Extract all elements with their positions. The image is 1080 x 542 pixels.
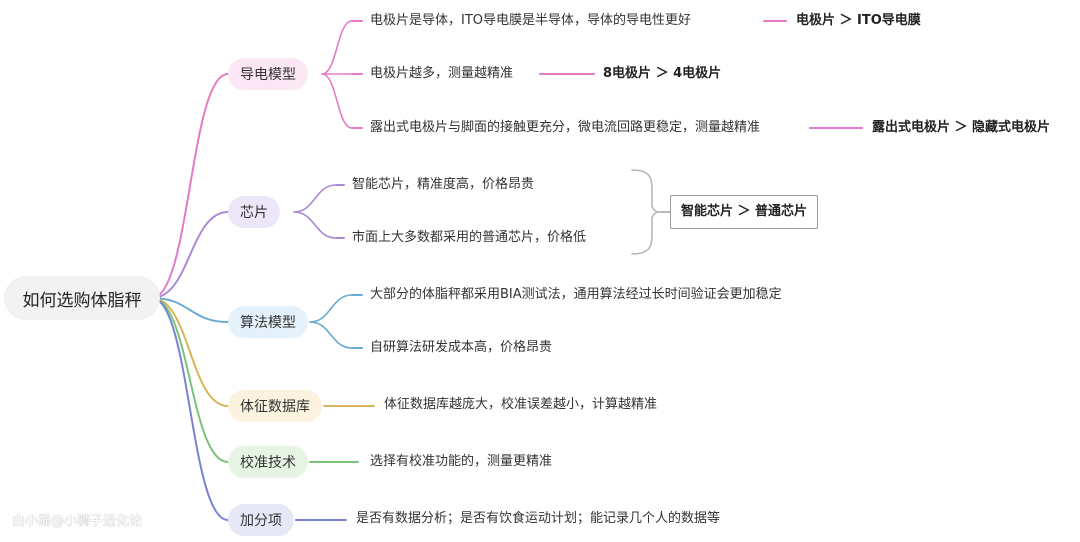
connector-b1-leaf-1: [293, 211, 337, 239]
branch-calibration[interactable]: 校准技术: [228, 446, 308, 478]
watermark-text: 由小猫@小狮子进化论: [12, 514, 143, 529]
leaf-calibration[interactable]: 选择有校准功能的，测量更精准: [370, 454, 553, 469]
leaf-algorithm-2[interactable]: 自研算法研发成本高，价格昂贵: [370, 340, 553, 355]
connector-b2-leaf-1: [309, 321, 353, 349]
branch-conduction-model[interactable]: 导电模型: [228, 58, 308, 90]
branch-algorithm-model[interactable]: 算法模型: [228, 306, 308, 338]
conclusion-conduction-1[interactable]: 电极片 ＞ ITO导电膜: [796, 13, 921, 28]
leaf-conduction-1[interactable]: 电极片是导体，ITO导电膜是半导体，导体的导电性更好: [370, 13, 692, 28]
conclusion-conduction-3[interactable]: 露出式电极片 ＞ 隐藏式电极片: [872, 120, 1051, 135]
connector-b0-leaf-0: [321, 20, 353, 75]
connector-b1-leaf-0: [293, 184, 337, 213]
leaf-algorithm-1[interactable]: 大部分的体脂秤都采用BIA测试法，通用算法经过长时间验证会更加稳定: [370, 287, 782, 302]
connector-root-branch-4: [151, 297, 229, 463]
leaf-bonus[interactable]: 是否有数据分析；是否有饮食运动计划；能记录几个人的数据等: [356, 511, 721, 526]
connector-b2-leaf-0: [309, 294, 353, 323]
connector-b0-leaf-2: [321, 73, 353, 129]
leaf-conduction-2[interactable]: 电极片越多，测量越精准: [370, 66, 514, 81]
leaf-database[interactable]: 体征数据库越庞大，校准误差越小，计算越精准: [384, 397, 658, 412]
connector-root-branch-1: [151, 211, 229, 299]
chip-summary-box[interactable]: 智能芯片 ＞ 普通芯片: [670, 195, 819, 229]
chip-summary-brace: [631, 169, 661, 255]
connector-root-branch-0: [151, 73, 229, 299]
branch-chip[interactable]: 芯片: [228, 196, 280, 228]
leaf-chip-2[interactable]: 市面上大多数都采用的普通芯片，价格低: [352, 230, 587, 245]
leaf-conduction-3[interactable]: 露出式电极片与脚面的接触更充分，微电流回路更稳定，测量越精准: [370, 120, 761, 135]
conclusion-conduction-2[interactable]: 8电极片 ＞ 4电极片: [603, 66, 722, 81]
connector-root-branch-2: [151, 297, 229, 323]
connector-root-branch-3: [151, 297, 229, 407]
root-topic[interactable]: 如何选购体脂秤: [4, 276, 160, 320]
connector-root-branch-5: [151, 297, 229, 521]
branch-body-database[interactable]: 体征数据库: [228, 390, 322, 422]
branch-bonus[interactable]: 加分项: [228, 504, 294, 536]
leaf-chip-1[interactable]: 智能芯片，精准度高，价格昂贵: [352, 177, 535, 192]
